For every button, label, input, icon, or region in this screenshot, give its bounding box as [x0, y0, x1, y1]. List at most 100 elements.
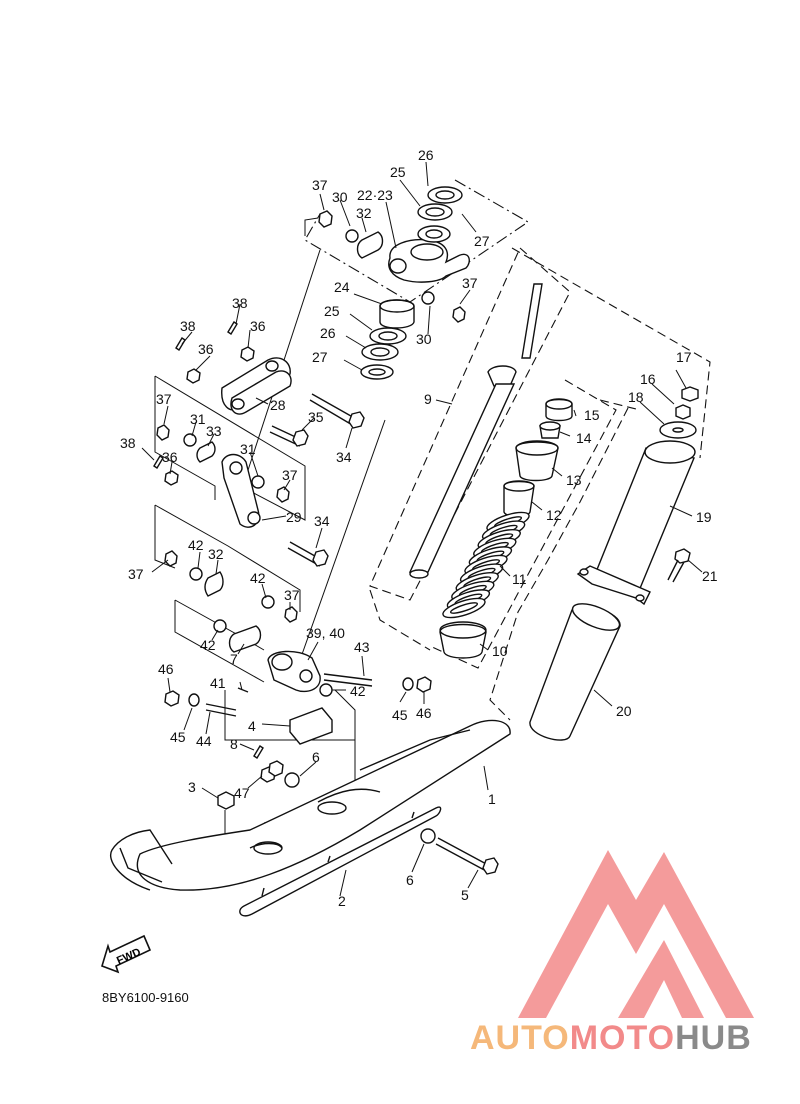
part-washer-18: [659, 421, 697, 439]
part-bolts: [205, 393, 499, 875]
part-washers-25-27: [360, 327, 407, 380]
callout-34-b: 34: [314, 513, 330, 529]
callout-36-l2: 36: [162, 449, 178, 465]
outline-lower-link2: [154, 504, 301, 612]
callout-17: 17: [676, 349, 692, 365]
callout-37-top: 37: [312, 177, 328, 193]
callout-29: 29: [286, 509, 302, 525]
spring-coil-inner: [449, 602, 479, 614]
callout-36-top: 36: [250, 318, 266, 334]
callout-46-right: 46: [416, 705, 432, 721]
callout-9: 9: [424, 391, 432, 407]
callout-26-top: 26: [418, 147, 434, 163]
callout-33: 33: [206, 423, 222, 439]
callout-45-right: 45: [392, 707, 408, 723]
callout-14: 14: [576, 430, 592, 446]
callout-37-l4: 37: [128, 566, 144, 582]
callout-34-top: 34: [336, 449, 352, 465]
callout-22-23: 22·23: [357, 187, 393, 203]
part-collar-14: [539, 421, 561, 439]
callout-25-mid: 25: [324, 303, 340, 319]
callout-38-left: 38: [180, 318, 196, 334]
callout-42-d: 42: [350, 683, 366, 699]
group-outline-shock-body: [369, 589, 431, 651]
part-seat-10: [439, 621, 487, 659]
part-cover-20: [529, 603, 621, 741]
part-nut-17: [681, 386, 699, 402]
part-bolt-21: [667, 548, 691, 583]
part-bracket-39-40: [267, 650, 321, 693]
part-spring-11: [442, 511, 530, 619]
brand-part-auto: AUTO: [470, 1019, 570, 1057]
brand-part-moto: MOTO: [569, 1019, 676, 1057]
callout-37-right: 37: [462, 275, 478, 291]
group-outline-cover: [599, 399, 641, 411]
callout-38-l2: 38: [120, 435, 136, 451]
callout-44: 44: [196, 733, 212, 749]
callout-8: 8: [230, 736, 238, 752]
part-bushing-30-37-top: [318, 210, 466, 323]
callout-6-bottom: 6: [406, 872, 414, 888]
callout-3: 3: [188, 779, 196, 795]
part-washer-stack-top: [417, 186, 463, 243]
brand-wordmark: AUTOMOTOHUB: [470, 1018, 752, 1058]
outline-mount-right: [334, 689, 356, 790]
part-damper-9: [408, 283, 543, 579]
callout-10: 10: [492, 643, 508, 659]
callout-27-mid: 27: [312, 349, 328, 365]
callout-24: 24: [334, 279, 350, 295]
callout-21: 21: [702, 568, 718, 584]
callout-26-mid: 26: [320, 325, 336, 341]
callout-37-l1: 37: [156, 391, 172, 407]
callout-30-top: 30: [332, 189, 348, 205]
callout-31-b: 31: [240, 441, 256, 457]
callout-18: 18: [628, 389, 644, 405]
callout-25-top: 25: [390, 164, 406, 180]
part-bumper-12: [503, 480, 535, 518]
group-outline-damper: [369, 247, 571, 601]
outline-bracket: [174, 600, 265, 683]
callout-35: 35: [308, 409, 324, 425]
callout-13: 13: [566, 472, 582, 488]
group-outline-spring-outer: [511, 247, 711, 459]
callout-36-left: 36: [198, 341, 214, 357]
part-seat-15: [545, 398, 573, 422]
outline-upper-link2: [154, 376, 216, 500]
part-reservoir-19: [576, 440, 696, 606]
outline-lower-link: [154, 505, 176, 569]
callout-42-c: 42: [200, 637, 216, 653]
callout-27-top: 27: [474, 233, 490, 249]
part-link-arm-28: [221, 357, 292, 415]
part-runner-2: [239, 806, 442, 917]
callout-7: 7: [230, 651, 238, 667]
triangle-logo-icon: [518, 850, 754, 1018]
callout-41: 41: [210, 675, 226, 691]
leader-lines: [141, 161, 703, 897]
part-arm-29: [221, 453, 261, 528]
callout-42-a: 42: [188, 537, 204, 553]
callout-39-40: 39, 40: [306, 625, 345, 641]
callout-38-top: 38: [232, 295, 248, 311]
outline-upper-link: [154, 375, 306, 521]
callout-32-top: 32: [356, 205, 372, 221]
part-seat-13: [515, 440, 559, 482]
part-washer-16: [675, 404, 691, 420]
callout-42-b: 42: [250, 570, 266, 586]
group-outline-shock-lower: [489, 407, 629, 721]
callout-32-b: 32: [208, 546, 224, 562]
callout-47: 47: [234, 785, 250, 801]
callout-20: 20: [616, 703, 632, 719]
outline-top-arm: [304, 217, 319, 236]
callout-43: 43: [354, 639, 370, 655]
callout-19: 19: [696, 509, 712, 525]
fwd-arrow-icon: FWD: [101, 934, 152, 974]
catalog-code: 8BY6100-9160: [102, 990, 189, 1005]
callout-37-l5: 37: [284, 587, 300, 603]
brand-part-hub: HUB: [675, 1019, 752, 1057]
callout-46-left: 46: [158, 661, 174, 677]
callout-5: 5: [461, 887, 469, 903]
part-collar-24: [379, 299, 415, 329]
callout-45-left: 45: [170, 729, 186, 745]
